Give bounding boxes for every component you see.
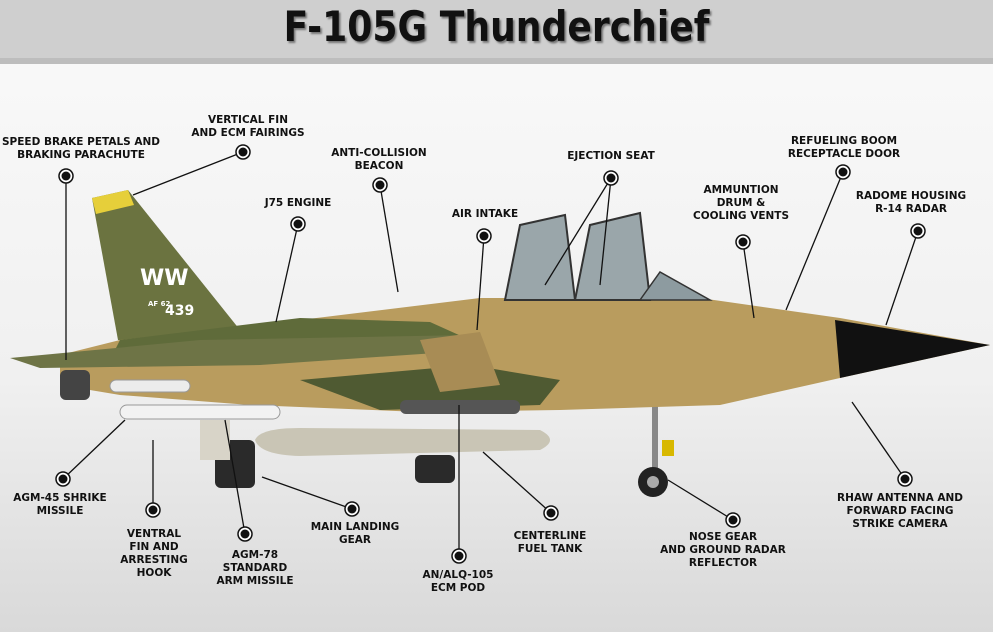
callout-dot-center — [347, 504, 357, 514]
canopy-rear-seat — [573, 211, 652, 301]
fin-tip — [92, 190, 134, 214]
callout-dot-center — [738, 237, 748, 247]
callout-label-rhaw-antenna: RHAW ANTENNA AND FORWARD FACING STRIKE C… — [837, 492, 963, 530]
callout-dot-center — [148, 505, 158, 515]
ecm-pod — [400, 400, 520, 414]
leader-line-main-gear — [261, 476, 353, 510]
callout-dot-center — [454, 551, 464, 561]
leader-line-rhaw-antenna — [851, 401, 906, 480]
callout-label-air-intake: AIR INTAKE — [451, 208, 519, 220]
callout-label-agm-78: AGM-78 STANDARD ARM MISSILE — [216, 549, 294, 587]
callout-label-agm-45: AGM-45 SHRIKE MISSILE — [13, 492, 107, 517]
leader-line-j75-engine — [275, 223, 299, 323]
speed-brake — [60, 370, 90, 400]
callout-dot-center — [240, 529, 250, 539]
callout-dot-center — [61, 171, 71, 181]
leader-line-anti-collision — [379, 184, 399, 293]
callout-label-ejection-seat: EJECTION SEAT — [567, 150, 655, 162]
callout-dot-center — [838, 167, 848, 177]
wing — [10, 335, 480, 368]
callout-label-centerline-tank: CENTERLINE FUEL TANK — [513, 530, 587, 555]
leader-line-agm-78 — [224, 419, 246, 535]
leader-line-ejection-seat — [599, 177, 612, 286]
windscreen — [638, 271, 713, 301]
leader-line-air-intake — [476, 235, 485, 331]
callout-label-anti-collision: ANTI-COLLISION BEACON — [331, 147, 427, 172]
callout-label-nose-gear: NOSE GEAR AND GROUND RADAR REFLECTOR — [660, 531, 786, 569]
canopy-front-seat — [503, 213, 577, 301]
callout-label-ventral-fin: VENTRAL FIN AND ARRESTING HOOK — [120, 528, 188, 579]
tail-serial: 439 — [165, 303, 194, 319]
agm-78-missile — [119, 404, 281, 420]
leader-line-refueling-boom — [785, 171, 844, 311]
diagram-title: F-105G Thunderchief — [283, 2, 710, 51]
callout-dot-center — [293, 219, 303, 229]
callout-dot-center — [728, 515, 738, 525]
centerline-fuel-tank — [255, 428, 550, 456]
callout-label-speed-brake: SPEED BRAKE PETALS AND BRAKING PARACHUTE — [1, 136, 161, 161]
leader-line-radome — [885, 230, 919, 326]
callout-label-j75-engine: J75 ENGINE — [264, 197, 332, 209]
tail-serial-prefix: AF 62 — [148, 300, 171, 308]
leader-line-ejection-seat — [544, 177, 612, 286]
callout-dot-center — [546, 508, 556, 518]
callout-label-refueling-boom: REFUELING BOOM RECEPTACLE DOOR — [787, 135, 901, 160]
main-gear-wheel — [415, 455, 455, 483]
tail-code: WW — [140, 266, 189, 291]
callout-dot-center — [58, 474, 68, 484]
nose-gear-hub — [647, 476, 659, 488]
callout-label-vertical-fin: VERTICAL FIN AND ECM FAIRINGS — [191, 114, 305, 139]
leader-line-nose-gear — [667, 479, 734, 521]
leader-line-vertical-fin — [132, 151, 244, 196]
callout-label-ammunition: AMMUNTION DRUM & COOLING VENTS — [692, 184, 790, 222]
ground-radar-reflector — [662, 440, 674, 456]
radome — [835, 320, 990, 378]
callout-label-main-gear: MAIN LANDING GEAR — [310, 521, 400, 546]
leader-line-agm-45 — [62, 419, 126, 480]
leader-line-centerline-tank — [482, 451, 552, 514]
callout-leaders — [55, 144, 926, 564]
ventral-fin — [200, 420, 230, 460]
leader-line-ammunition — [742, 241, 755, 319]
callout-dot-center — [900, 474, 910, 484]
callout-dot-center — [375, 180, 385, 190]
callout-label-radome: RADOME HOUSING R-14 RADAR — [855, 190, 967, 215]
agm-45-missile — [109, 379, 191, 393]
callout-dot-center — [606, 173, 616, 183]
callout-dot-center — [238, 147, 248, 157]
title-bar: F-105G Thunderchief — [0, 0, 993, 64]
callout-dot-center — [479, 231, 489, 241]
vertical-fin — [92, 190, 240, 345]
air-intake — [420, 332, 500, 392]
callout-label-ecm-pod: AN/ALQ-105 ECM POD — [422, 569, 494, 594]
callout-dot-center — [913, 226, 923, 236]
